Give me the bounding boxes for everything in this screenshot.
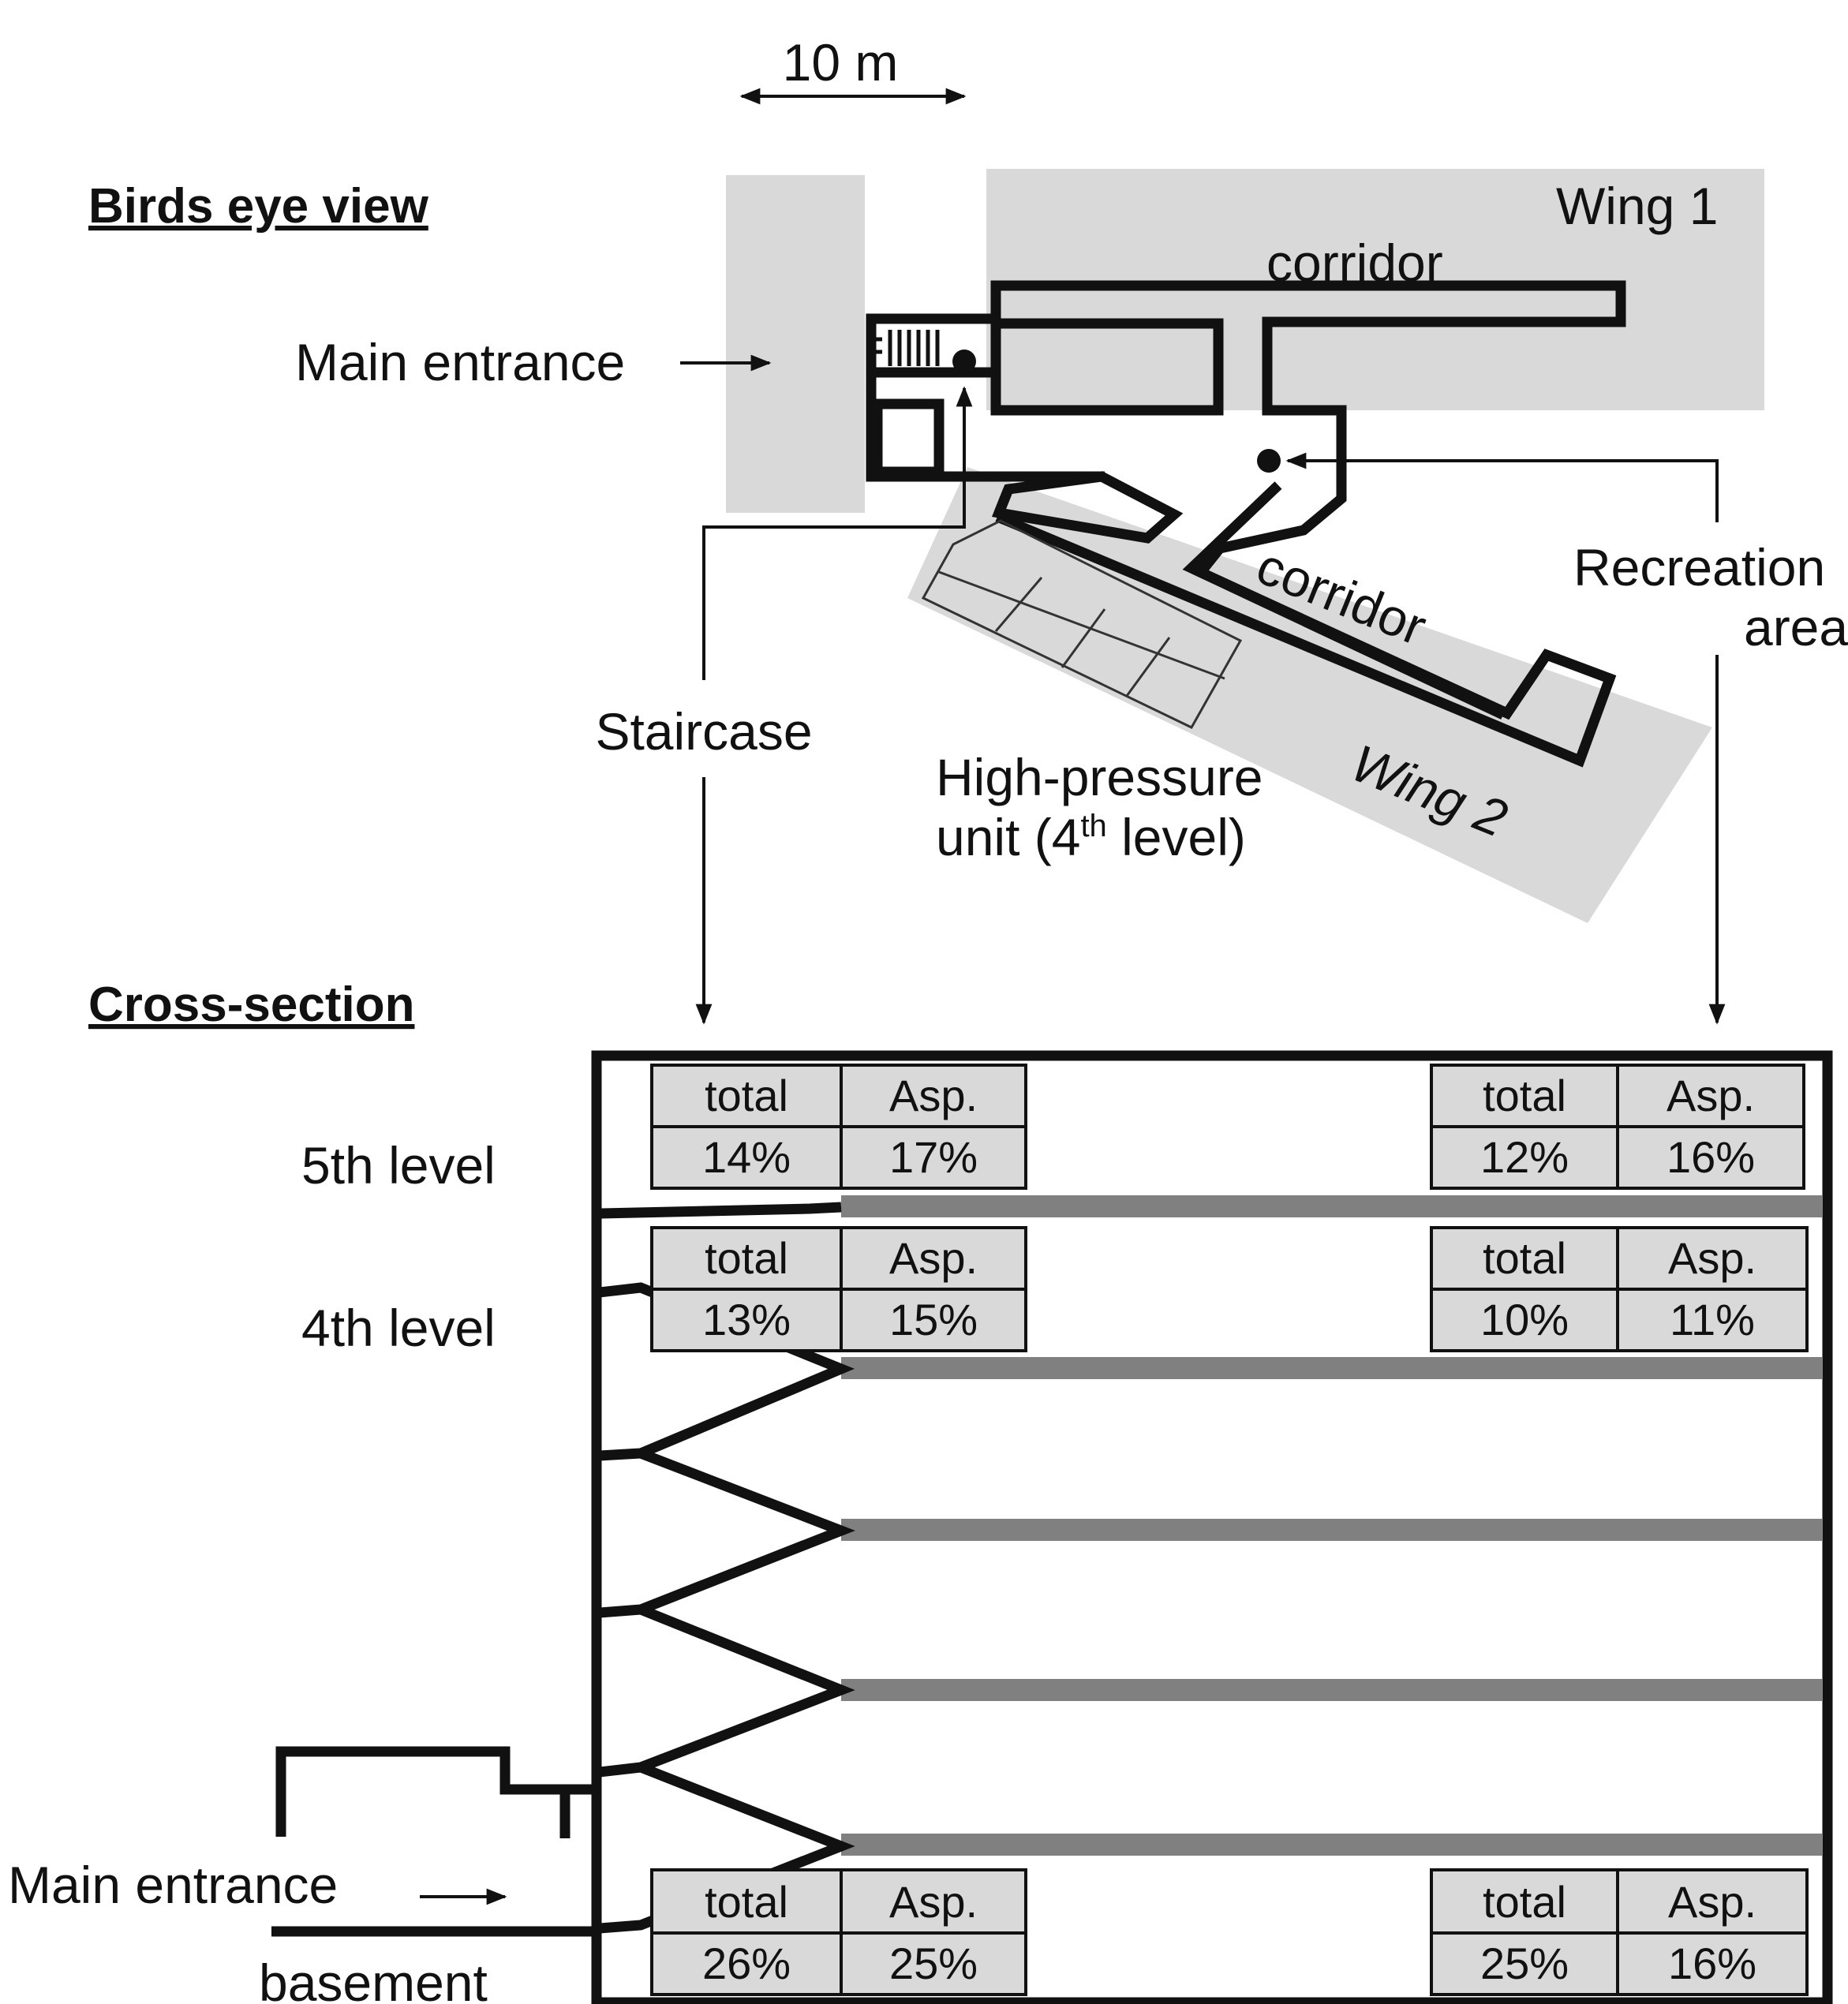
asp-value: 25% xyxy=(889,1939,978,1988)
asp-value: 16% xyxy=(1667,1132,1755,1182)
asp-value: 15% xyxy=(889,1295,978,1344)
wing-2-area xyxy=(907,467,1712,923)
total-value: 12% xyxy=(1480,1132,1569,1182)
total-value: 25% xyxy=(1480,1939,1569,1988)
table-5th-staircase: total 14% Asp. 17% xyxy=(650,1064,1027,1190)
asp-value: 11% xyxy=(1670,1295,1755,1344)
stair-treads xyxy=(874,330,940,366)
scale-label: 10 m xyxy=(783,33,899,92)
floor-slabs xyxy=(841,1195,1823,1856)
recreation-sampling-point xyxy=(1257,449,1281,473)
recreation-leader xyxy=(1285,452,1719,522)
entrance-canopy xyxy=(275,1746,597,1837)
floor-slab xyxy=(841,1357,1823,1379)
table-4th-recreation: total 10% Asp. 11% xyxy=(1430,1226,1809,1352)
staircase-leader-up xyxy=(702,386,973,680)
hp-sup: th xyxy=(1080,809,1106,843)
total-label: total xyxy=(705,1071,788,1120)
staircase-label: Staircase xyxy=(595,702,812,761)
hp-suffix: level) xyxy=(1107,808,1246,866)
table-4th-staircase: total 13% Asp. 15% xyxy=(650,1226,1027,1352)
floor-slab xyxy=(841,1195,1823,1217)
floor-slab xyxy=(841,1679,1823,1701)
total-label: total xyxy=(705,1877,788,1927)
floor-plan xyxy=(866,280,1626,768)
asp-label: Asp. xyxy=(889,1233,978,1283)
cross-section-heading: Cross-section xyxy=(88,978,414,1032)
high-pressure-unit xyxy=(921,519,1243,729)
asp-label: Asp. xyxy=(1667,1071,1755,1120)
floor-slab xyxy=(841,1834,1823,1856)
stair-flight xyxy=(599,1202,842,1219)
total-label: total xyxy=(705,1233,788,1283)
asp-value: 17% xyxy=(889,1132,978,1182)
wing-1-label: Wing 1 xyxy=(1556,177,1718,235)
total-label: total xyxy=(1483,1877,1566,1927)
high-pressure-label-2: unit (4th level) xyxy=(936,808,1246,866)
total-value: 10% xyxy=(1480,1295,1569,1344)
asp-value: 16% xyxy=(1668,1939,1756,1988)
asp-label: Asp. xyxy=(889,1071,978,1120)
staircase-sampling-point xyxy=(952,350,976,373)
total-label: total xyxy=(1483,1233,1566,1283)
table-5th-recreation: total 12% Asp. 16% xyxy=(1430,1064,1805,1190)
entrance-area xyxy=(726,175,865,513)
table-basement-recreation: total 25% Asp. 16% xyxy=(1430,1868,1809,1996)
floor-slab xyxy=(841,1519,1823,1541)
total-value: 14% xyxy=(702,1132,791,1182)
hp-prefix: unit (4 xyxy=(936,808,1080,866)
birds-eye-view: 10 m Birds eye view Wing 1 corridor xyxy=(88,33,1848,1025)
total-label: total xyxy=(1483,1071,1566,1120)
table-basement-staircase: total 26% Asp. 25% xyxy=(650,1868,1027,1996)
asp-label: Asp. xyxy=(1668,1877,1756,1927)
total-value: 26% xyxy=(702,1939,791,1988)
building-frame xyxy=(591,1050,1833,2004)
asp-label: Asp. xyxy=(889,1877,978,1927)
cross-section: Cross-section 5th level 4th level baseme… xyxy=(8,978,1833,2004)
level-label-4th: 4th level xyxy=(301,1299,496,1357)
level-label-5th: 5th level xyxy=(301,1136,496,1195)
recreation-label-2: area xyxy=(1744,598,1848,656)
recreation-label-1: Recreation xyxy=(1573,538,1825,596)
staircase-zigzag xyxy=(599,1282,855,1934)
scale-bar: 10 m xyxy=(739,33,967,105)
total-value: 13% xyxy=(702,1295,791,1344)
level-label-basement: basement xyxy=(259,1954,488,2004)
asp-label: Asp. xyxy=(1668,1233,1756,1283)
main-entrance-label-bottom: Main entrance xyxy=(8,1856,338,1914)
birds-eye-heading: Birds eye view xyxy=(88,179,429,234)
main-entrance-label-top: Main entrance xyxy=(295,333,625,391)
high-pressure-label-1: High-pressure xyxy=(936,748,1263,806)
